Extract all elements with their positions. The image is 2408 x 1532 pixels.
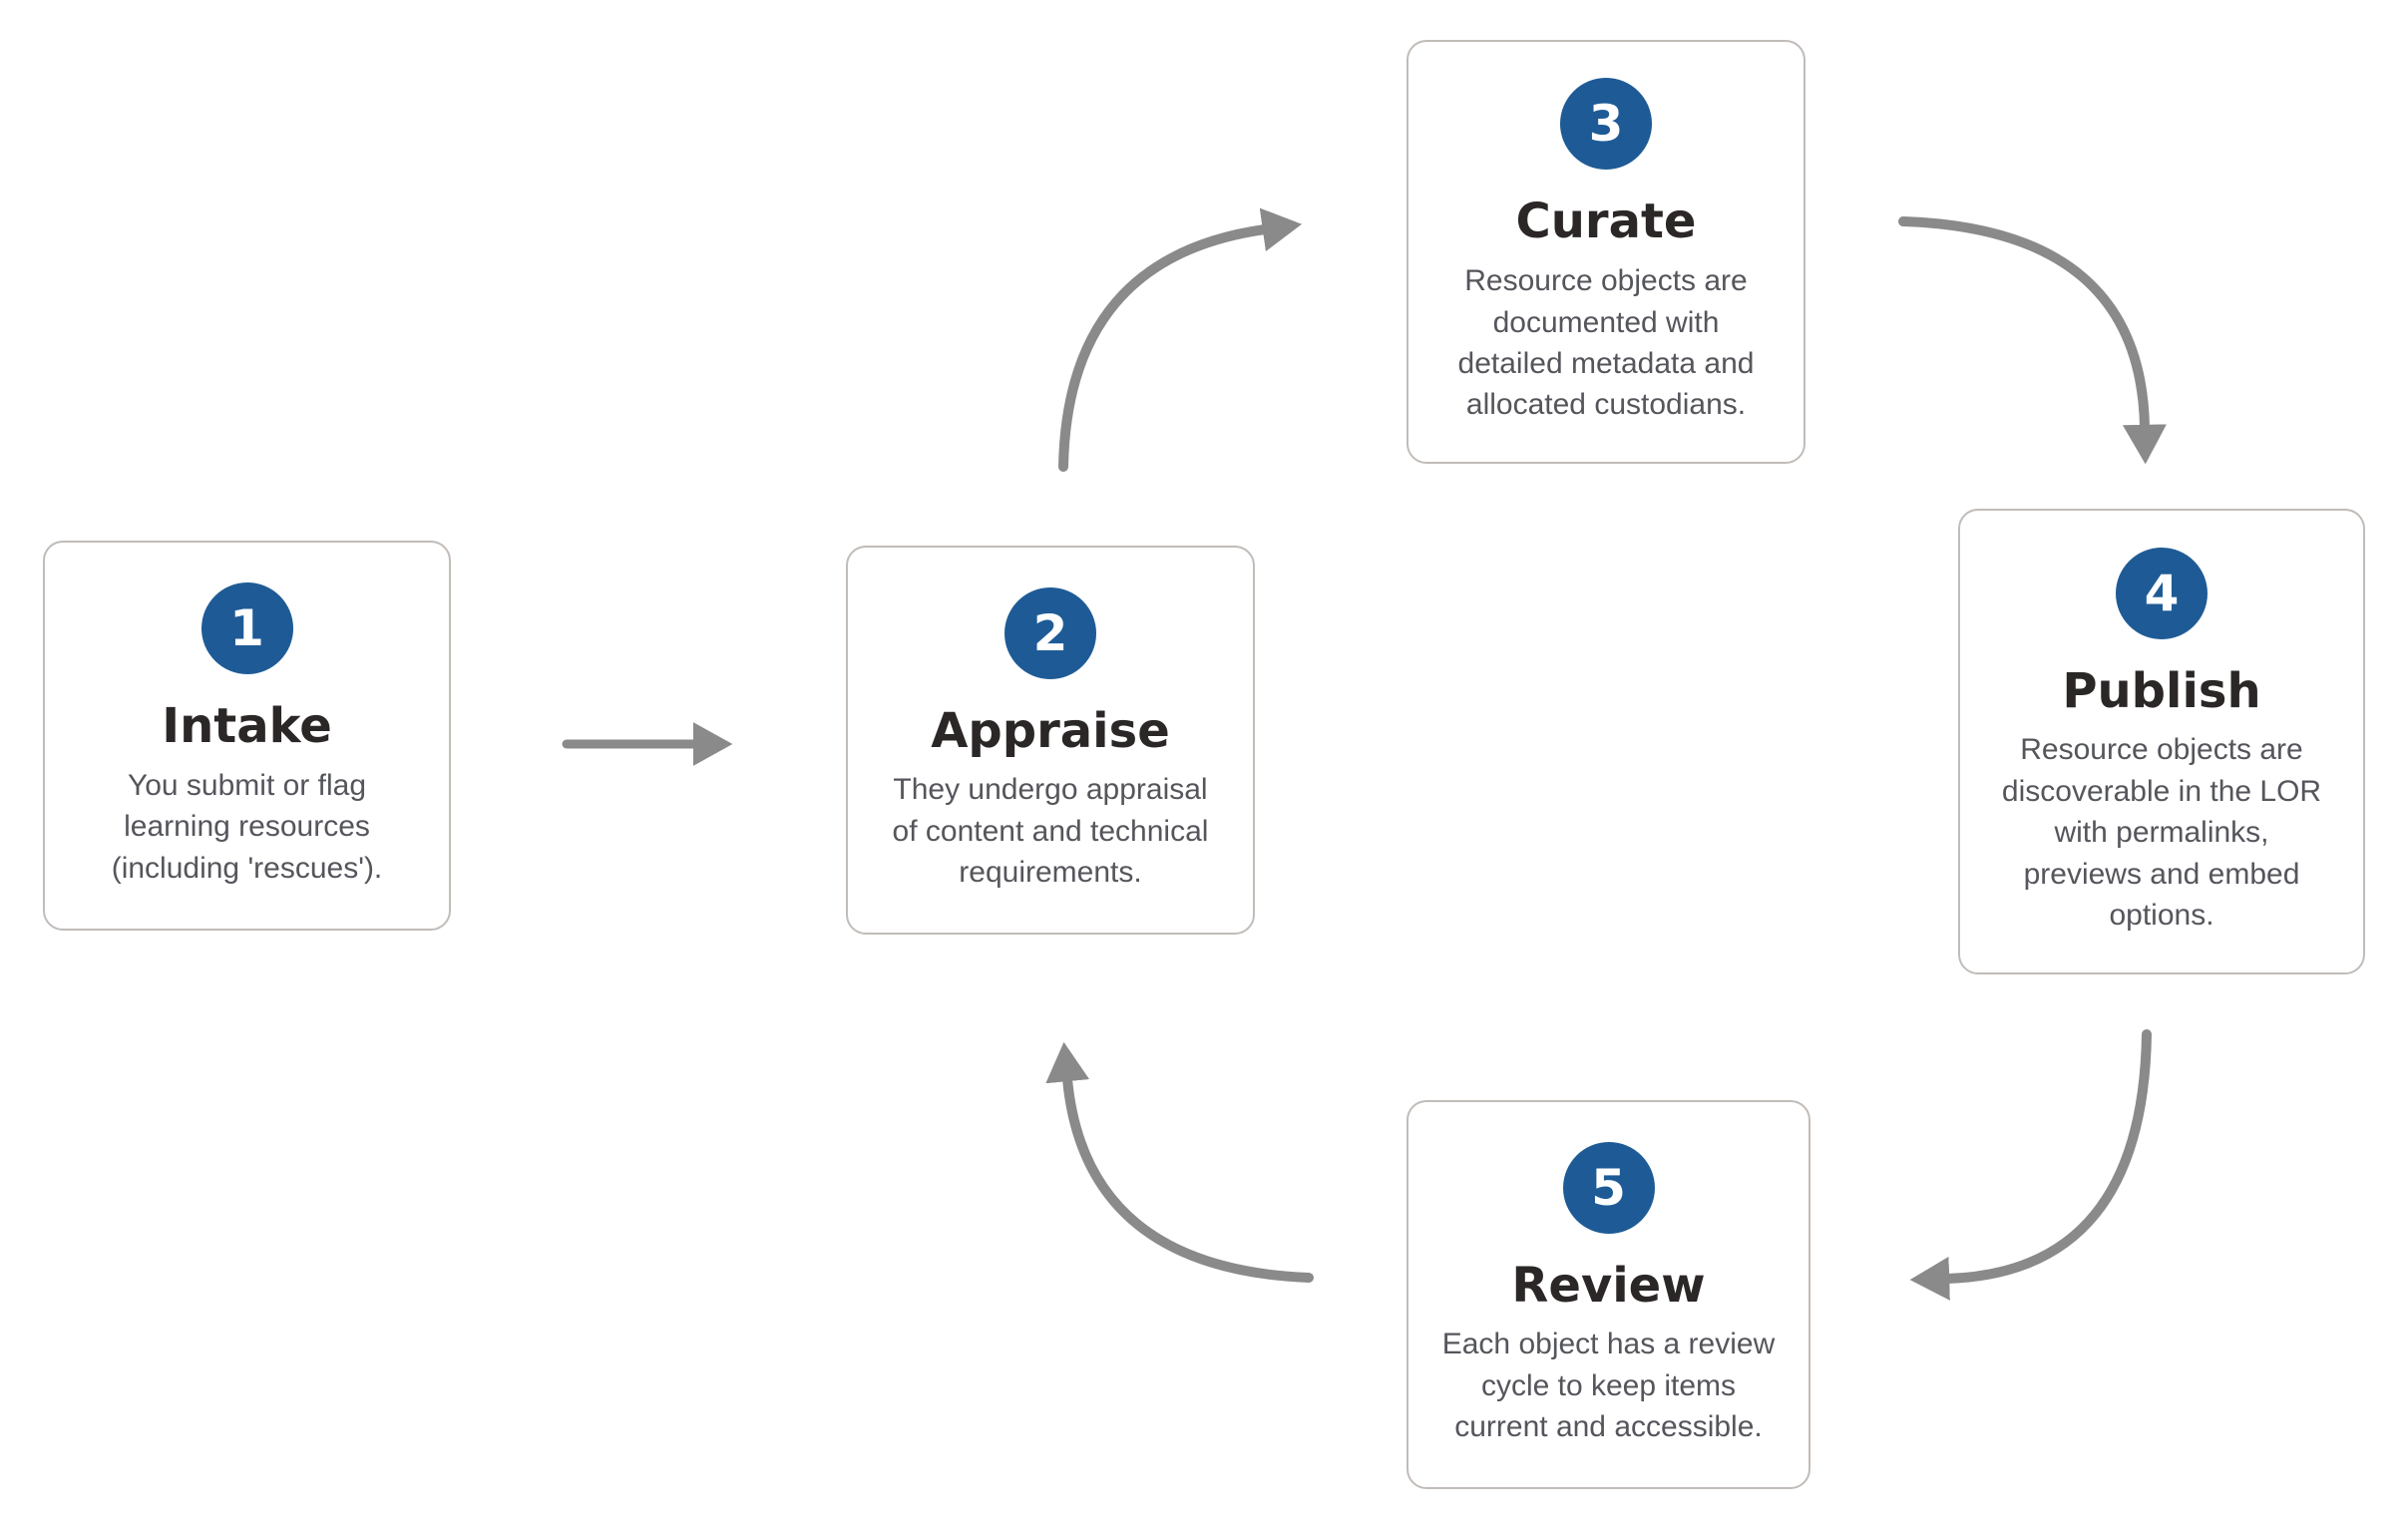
step-description: Resource objects are discoverable in the… (2001, 733, 2322, 932)
step-number-badge: 5 (1562, 1141, 1655, 1234)
step-title: Publish (2062, 662, 2261, 719)
arrow-review-to-appraise (1045, 1041, 1314, 1283)
arrow-appraise-to-curate (1058, 207, 1303, 472)
step-card-publish: 4 Publish Resource objects are discovera… (1958, 509, 2365, 974)
step-card-intake: 1 Intake You submit or flag learning res… (43, 541, 451, 931)
arrow-curate-to-publish (1898, 216, 2167, 465)
step-number-badge: 3 (1560, 78, 1652, 171)
step-description: You submit or flag learning resources (i… (111, 768, 383, 885)
step-description: Resource objects are documented with det… (1457, 264, 1755, 422)
step-title: Curate (1515, 193, 1697, 250)
step-number-badge: 1 (201, 582, 293, 675)
step-card-appraise: 2 Appraise They undergo appraisal of con… (846, 546, 1255, 935)
step-number-badge: 4 (2116, 547, 2207, 639)
step-description: Each object has a review cycle to keep i… (1441, 1328, 1776, 1444)
step-title: Intake (162, 698, 332, 755)
step-description: They undergo appraisal of content and te… (892, 773, 1209, 890)
step-card-review: 5 Review Each object has a review cycle … (1406, 1100, 1810, 1489)
arrow-publish-to-review (1909, 1029, 2152, 1301)
step-title: Appraise (931, 702, 1170, 759)
step-number-badge: 2 (1004, 586, 1096, 679)
step-card-curate: 3 Curate Resource objects are documented… (1406, 40, 1806, 464)
step-title: Review (1511, 1257, 1706, 1314)
